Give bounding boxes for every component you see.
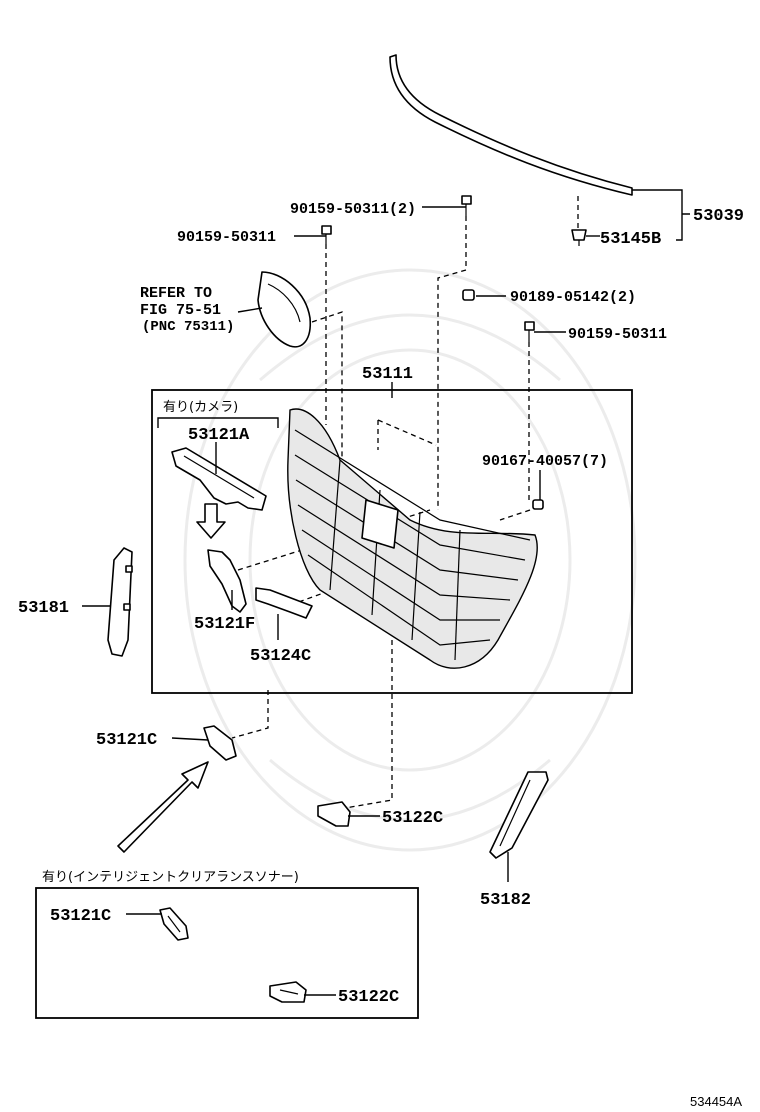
watermark-emblem bbox=[183, 268, 637, 852]
label-53039: 53039 bbox=[693, 207, 744, 226]
leader-lines bbox=[82, 206, 600, 996]
label-refer-fig: FIG 75-51 bbox=[140, 302, 221, 319]
bolt-90159-right bbox=[524, 321, 535, 342]
bracket-53121a bbox=[171, 447, 267, 511]
label-53122c-sonar: 53122C bbox=[338, 988, 399, 1007]
bracket-53122c bbox=[317, 801, 351, 827]
label-53124c: 53124C bbox=[250, 647, 311, 666]
label-53122c: 53122C bbox=[382, 809, 443, 828]
label-90159-50311-left: 90159-50311 bbox=[177, 229, 276, 246]
moulding-53182 bbox=[489, 771, 549, 859]
label-53145b: 53145B bbox=[600, 230, 661, 249]
label-camera-note: 有り(カメラ) bbox=[163, 400, 238, 415]
bracket-53121c bbox=[203, 725, 237, 761]
bracket-53124c bbox=[255, 587, 313, 619]
label-53121c-sonar: 53121C bbox=[50, 907, 111, 926]
label-90189-05142: 90189-05142(2) bbox=[510, 289, 636, 306]
sonar-option-box bbox=[35, 887, 419, 1019]
bracket-53122c-sonar bbox=[269, 981, 307, 1003]
label-90159-50311-right: 90159-50311 bbox=[568, 326, 667, 343]
label-90159-50311-2: 90159-50311(2) bbox=[290, 201, 416, 218]
bracket-53039 bbox=[632, 189, 690, 241]
side-cover-ref-part bbox=[257, 271, 312, 348]
label-53121a: 53121A bbox=[188, 426, 250, 445]
label-53182: 53182 bbox=[480, 891, 531, 910]
clip-53145b bbox=[571, 229, 587, 246]
screw-90167 bbox=[532, 499, 544, 510]
radiator-grille-part bbox=[287, 408, 538, 669]
figure-id: 534454A bbox=[690, 1094, 742, 1109]
bolt-90159-top bbox=[461, 195, 472, 216]
moulding-53181 bbox=[107, 547, 133, 657]
label-sonar-note: 有り(インテリジェントクリアランスソナー) bbox=[42, 870, 299, 885]
label-refer-pnc: (PNC 75311) bbox=[142, 319, 234, 335]
nut-90189 bbox=[462, 289, 475, 301]
down-arrow bbox=[196, 503, 226, 539]
label-90167-40057: 90167-40057(7) bbox=[482, 453, 608, 470]
label-refer-to: REFER TO bbox=[140, 285, 212, 302]
upper-moulding-part bbox=[389, 54, 633, 196]
label-53121f: 53121F bbox=[194, 615, 255, 634]
bracket-53121f bbox=[207, 549, 247, 613]
label-53181: 53181 bbox=[18, 599, 69, 618]
bracket-53121c-sonar bbox=[159, 907, 189, 941]
diagonal-arrow bbox=[117, 761, 209, 853]
label-53111: 53111 bbox=[362, 365, 413, 384]
label-53121c: 53121C bbox=[96, 731, 157, 750]
bolt-90159-left bbox=[321, 225, 332, 244]
